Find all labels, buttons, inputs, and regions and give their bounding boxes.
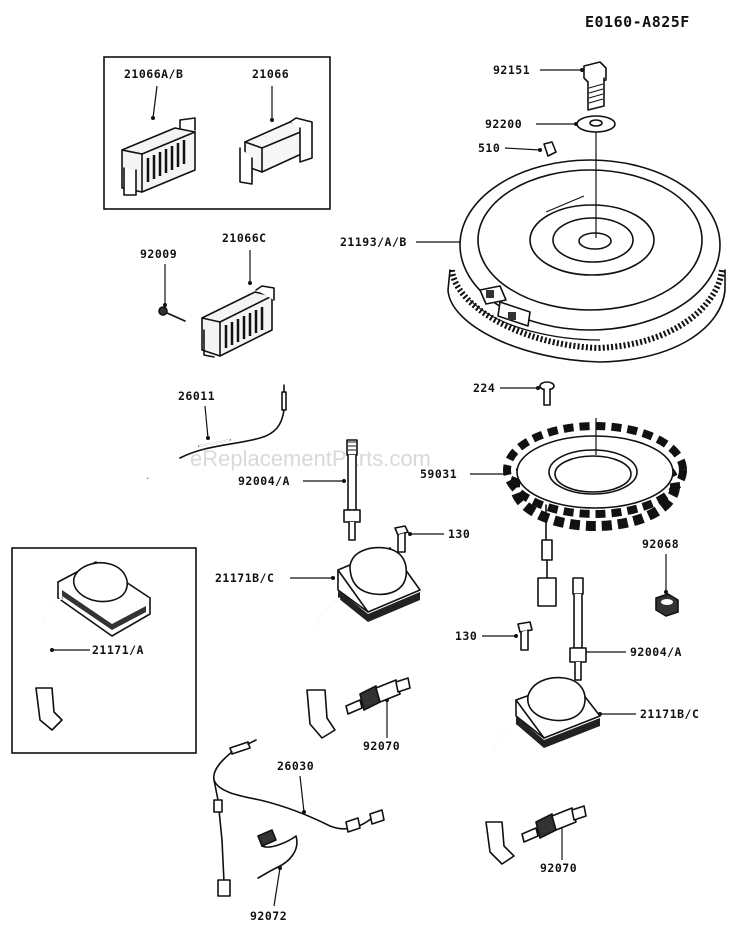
label-26030: 26030 [277, 759, 314, 773]
label-21193ab: 21193/A/B [340, 235, 407, 249]
label-21066ab: 21066A/B [124, 67, 183, 81]
label-510: 510 [478, 141, 500, 155]
nut-92068[interactable] [655, 593, 679, 617]
label-92072: 92072 [250, 909, 287, 923]
flywheel-21193ab[interactable] [447, 132, 726, 363]
label-224: 224 [473, 381, 495, 395]
label-21066c: 21066C [222, 231, 267, 245]
screw-224[interactable] [539, 381, 555, 406]
diagram-code: E0160-A825F [585, 13, 690, 31]
clip-92072[interactable] [257, 829, 298, 879]
spark-plug-92070-right[interactable] [521, 805, 587, 843]
label-130-left: 130 [448, 527, 470, 541]
wire-harness-26030[interactable] [212, 739, 385, 897]
bolt-92151[interactable] [583, 61, 607, 111]
lead-26011[interactable] [147, 384, 287, 479]
label-92200: 92200 [485, 117, 522, 131]
coil-group-box [11, 547, 197, 754]
bolt-92004a-right[interactable] [569, 577, 587, 681]
spark-plug-92070-left[interactable] [345, 677, 411, 715]
label-92151: 92151 [493, 63, 530, 77]
label-26011: 26011 [178, 389, 215, 403]
washer-92200[interactable] [576, 115, 616, 133]
label-92070-left: 92070 [363, 739, 400, 753]
bolt-92009[interactable] [158, 306, 186, 322]
ignition-coil-21171bc-right[interactable] [485, 676, 601, 865]
label-92068: 92068 [642, 537, 679, 551]
regulator-21066ab[interactable] [121, 117, 196, 196]
screw-130-right[interactable] [517, 621, 533, 651]
bolt-92004a-left[interactable] [343, 439, 361, 541]
key-510[interactable] [543, 141, 557, 157]
label-92009: 92009 [140, 247, 177, 261]
regulator-21066c[interactable] [201, 285, 275, 358]
regulator-group-box [103, 56, 331, 210]
regulator-21066[interactable] [239, 117, 313, 185]
label-92004a-left: 92004/A [238, 474, 290, 488]
screw-130-left[interactable] [394, 525, 409, 553]
label-21171a: 21171/A [92, 643, 144, 657]
label-59031: 59031 [420, 467, 457, 481]
ignition-coil-21171a[interactable] [35, 561, 151, 731]
label-92070-right: 92070 [540, 861, 577, 875]
label-92004a-right: 92004/A [630, 645, 682, 659]
label-21171bc-right: 21171B/C [640, 707, 699, 721]
label-130-right: 130 [455, 629, 477, 643]
label-21171bc-left: 21171B/C [215, 571, 274, 585]
watermark: eReplacementParts.com [190, 446, 431, 471]
stator-59031[interactable] [503, 418, 687, 607]
ignition-coil-21171bc-left[interactable] [306, 546, 421, 739]
label-21066: 21066 [252, 67, 289, 81]
